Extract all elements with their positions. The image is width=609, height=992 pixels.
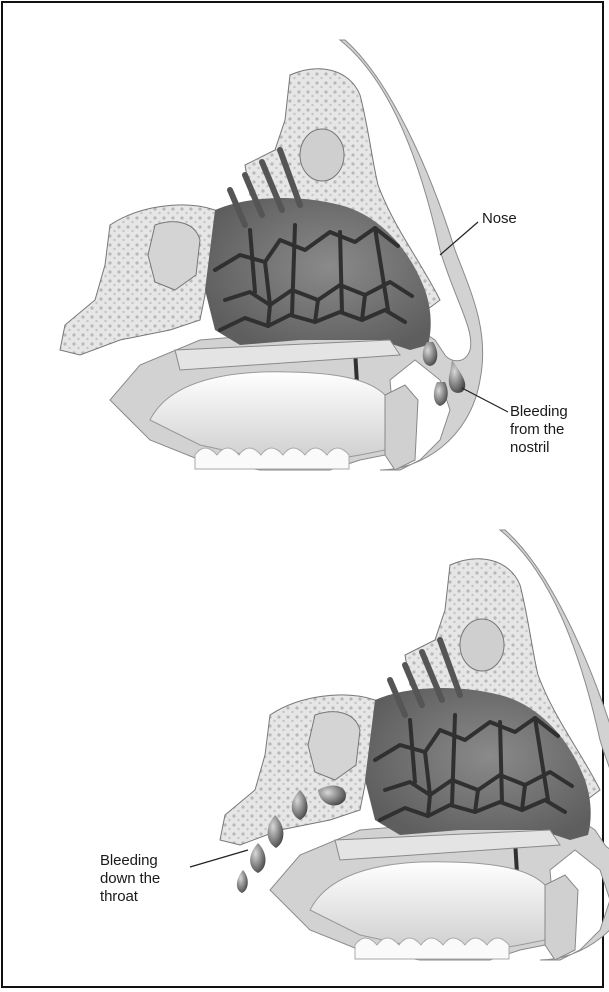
nose-label-text: Nose	[482, 210, 517, 228]
throat-label-line-2: down the	[100, 870, 160, 888]
top-nasal-section	[60, 40, 483, 470]
bleeding-throat-label: Bleeding down the throat	[100, 852, 160, 906]
nose-label: Nose	[482, 210, 517, 228]
nostril-label-line-3: nostril	[510, 439, 568, 457]
nostril-label-line-1: Bleeding	[510, 403, 568, 421]
throat-leader-line	[190, 850, 248, 867]
throat-label-line-3: throat	[100, 888, 160, 906]
throat-label-line-1: Bleeding	[100, 852, 160, 870]
bottom-nasal-section	[220, 530, 609, 960]
nostril-label-line-2: from the	[510, 421, 568, 439]
bleeding-nostril-label: Bleeding from the nostril	[510, 403, 568, 457]
